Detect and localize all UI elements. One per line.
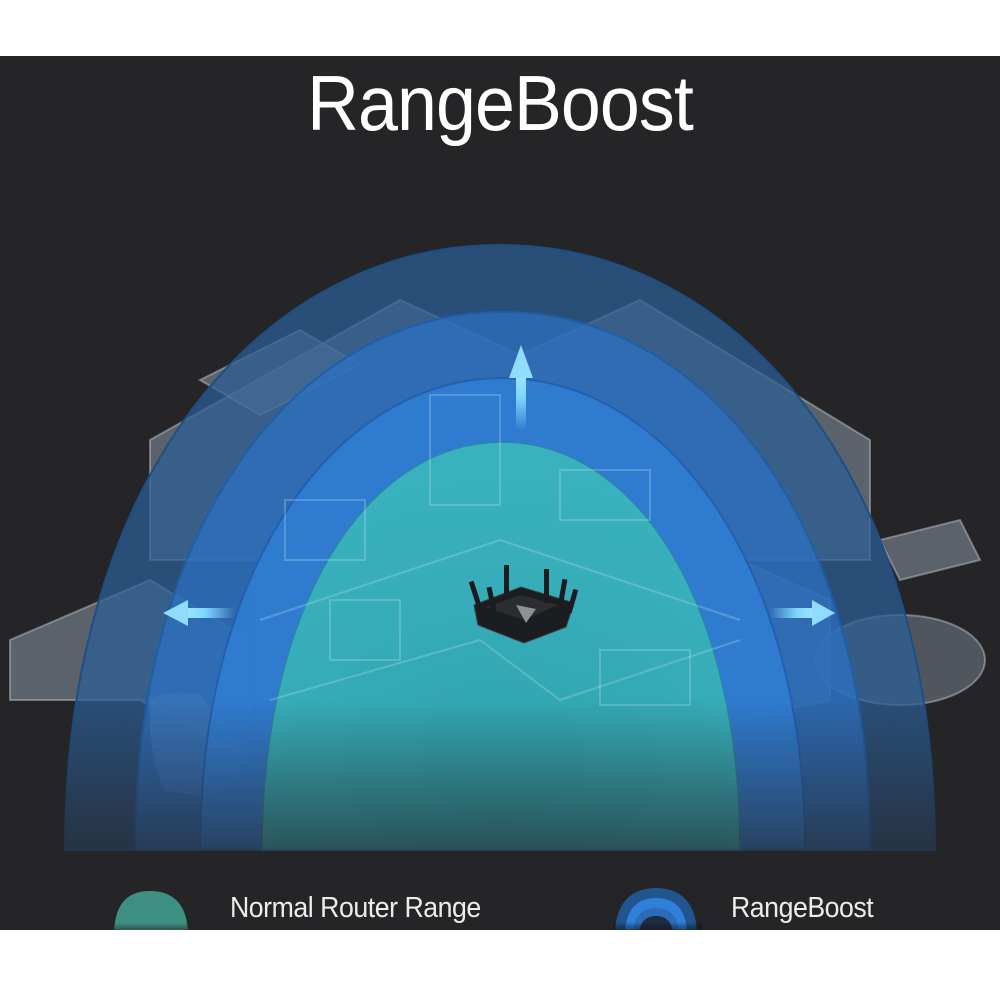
hero-panel: RangeBoost [0, 56, 1000, 930]
page-title: RangeBoost [307, 59, 694, 147]
legend-label-rangeboost: RangeBoost [731, 892, 874, 924]
arrow-left-icon [163, 600, 235, 626]
house-interior-lines [259, 394, 741, 706]
arrow-right-icon [770, 600, 835, 626]
coverage-illustration [0, 243, 1000, 930]
legend-rangeboost: RangeBoost [613, 881, 886, 930]
teal-dome-icon [114, 891, 188, 930]
router-icon [468, 565, 579, 644]
legend-normal-range: Normal Router Range [112, 881, 503, 930]
blue-concentric-dome-icon [613, 881, 703, 930]
arrow-up-icon [509, 345, 533, 430]
legend-label-normal: Normal Router Range [230, 892, 481, 924]
